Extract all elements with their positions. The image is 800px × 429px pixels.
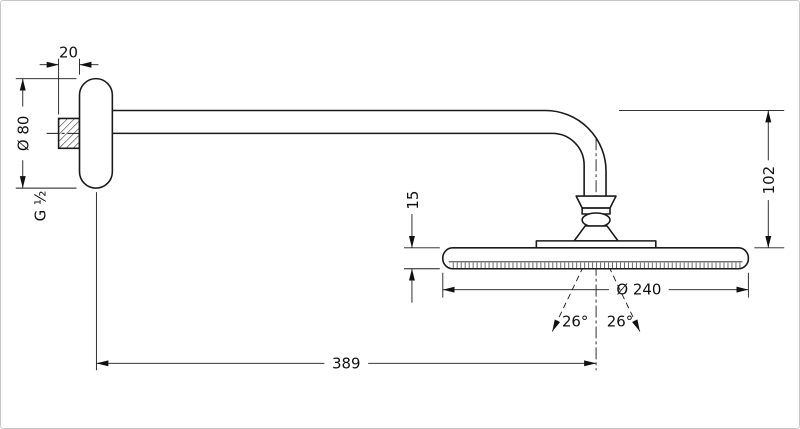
dim-nipple-depth: 20 [39, 44, 99, 115]
dim-head-thickness: 15 [404, 191, 440, 303]
nozzle-band [449, 262, 743, 268]
wall-flange [78, 77, 114, 189]
dim-nipple-depth-label: 20 [59, 44, 78, 62]
thread-nipple [57, 117, 81, 150]
dim-flange-diameter: Ø 80 [15, 78, 77, 189]
thread-size-label: G ½ [32, 191, 50, 222]
dim-drop-height-label: 102 [760, 166, 778, 194]
spray-angle: 26° 26° [551, 239, 641, 332]
head-mounting-plate [535, 240, 657, 249]
dim-head-thickness-label: 15 [404, 191, 422, 210]
spray-angle-right-label: 26° [607, 312, 633, 330]
ball-joint [573, 195, 619, 242]
shower-head [442, 240, 750, 270]
dim-head-diameter: Ø 240 [442, 272, 749, 299]
shower-arm [112, 109, 607, 197]
spray-angle-left-label: 26° [562, 312, 588, 330]
dim-head-diameter-label: Ø 240 [616, 281, 661, 299]
dim-flange-diameter-label: Ø 80 [15, 116, 33, 151]
dim-arm-length: 389 [95, 192, 597, 372]
dim-drop-height: 102 [618, 110, 785, 249]
dim-arm-length-label: 389 [332, 354, 360, 372]
